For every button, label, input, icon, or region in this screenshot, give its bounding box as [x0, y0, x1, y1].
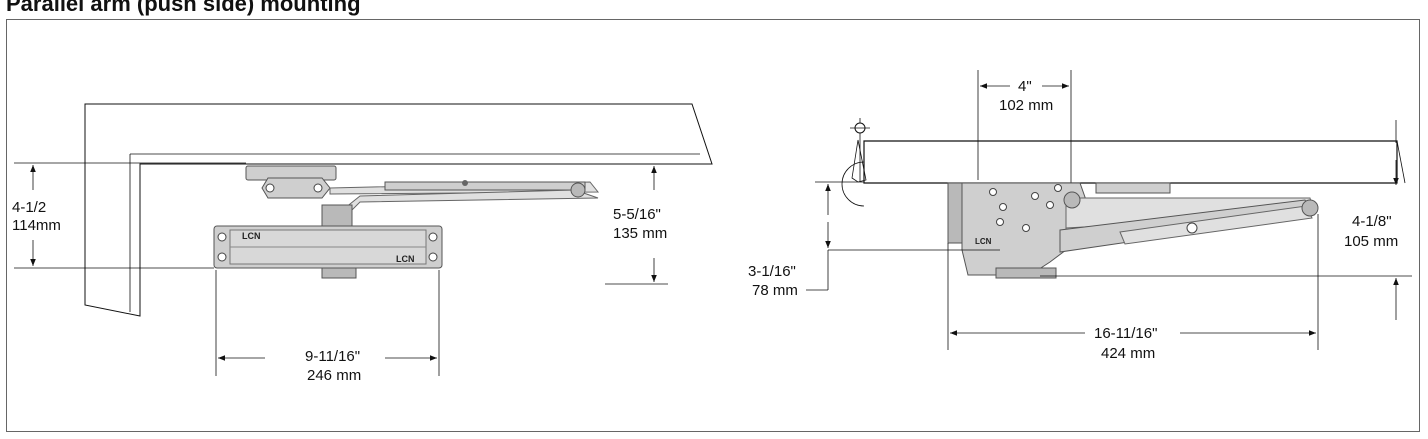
- hinge-pivot: [841, 118, 870, 207]
- brand-label-right: LCN: [975, 237, 992, 246]
- dim-top-in: 4": [1018, 78, 1032, 95]
- frame-outline: [84, 103, 713, 317]
- closer-arm-right: [1059, 191, 1319, 253]
- dim-length-mm: 424 mm: [1101, 345, 1155, 362]
- dim-length-in: 16-11/16": [1094, 325, 1157, 342]
- brand-label-2: LCN: [396, 254, 415, 264]
- right-view: 4" 102 mm LCN: [748, 70, 1412, 362]
- closer-assembly: LCN: [947, 182, 1171, 279]
- dim-right-in: 4-1/8": [1352, 213, 1392, 230]
- dim-left-in: 3-1/16": [748, 263, 796, 280]
- dim-left-mm: 78 mm: [752, 282, 798, 299]
- diagram-frame: [6, 19, 1420, 432]
- dim-right: [1040, 120, 1412, 320]
- page-title: Parallel arm (push side) mounting: [6, 0, 361, 16]
- dim-left: [806, 181, 1000, 291]
- dim-width-in: 9-11/16": [305, 348, 360, 365]
- dim-top-mm: 102 mm: [999, 97, 1053, 114]
- dim-top: [977, 70, 1072, 190]
- dim-depth: [605, 166, 668, 285]
- dim-height: [14, 162, 246, 269]
- dim-height-in: 4-1/2: [12, 199, 46, 216]
- closer-body: LCN LCN: [213, 204, 443, 279]
- dim-depth-mm: 135 mm: [613, 225, 667, 242]
- left-view: LCN LCN 4-1/2 114mm 5-5/16" 135 mm 9-11/…: [12, 103, 713, 384]
- closer-arm: [329, 180, 600, 215]
- dim-width: [215, 270, 440, 376]
- dim-width-mm: 246 mm: [307, 367, 361, 384]
- dim-depth-in: 5-5/16": [613, 206, 661, 223]
- door: [863, 140, 1398, 184]
- dim-right-mm: 105 mm: [1344, 233, 1398, 250]
- dim-height-mm: 114mm: [12, 217, 61, 234]
- mounting-bracket: [245, 165, 337, 199]
- brand-label-1: LCN: [242, 231, 261, 241]
- dim-length: [947, 214, 1319, 350]
